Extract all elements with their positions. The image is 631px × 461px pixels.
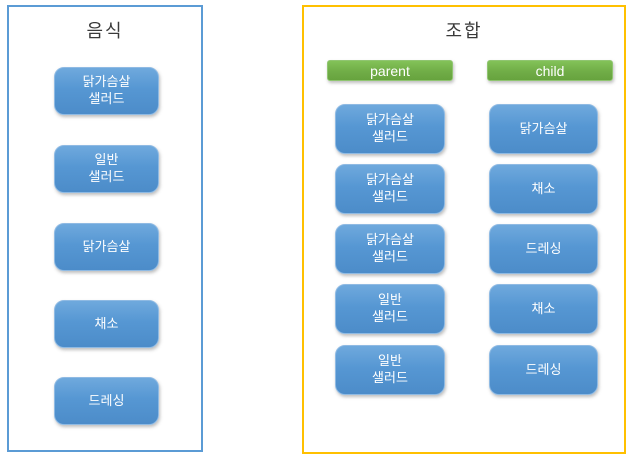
parent-item: 닭가슴살 샐러드: [335, 164, 445, 214]
child-item: 닭가슴살: [489, 104, 598, 154]
food-item: 닭가슴살: [54, 223, 159, 271]
parent-item: 일반 샐러드: [335, 345, 445, 395]
parent-item: 일반 샐러드: [335, 284, 445, 334]
child-item: 채소: [489, 164, 598, 214]
child-item: 드레싱: [489, 345, 598, 395]
child-item: 드레싱: [489, 224, 598, 274]
food-item: 닭가슴살 샐러드: [54, 67, 159, 115]
child-column-header: child: [487, 60, 613, 81]
parent-column-header: parent: [327, 60, 453, 81]
food-item: 일반 샐러드: [54, 145, 159, 193]
parent-item: 닭가슴살 샐러드: [335, 104, 445, 154]
parent-item: 닭가슴살 샐러드: [335, 224, 445, 274]
combination-panel: 조합 parent child 닭가슴살 샐러드 닭가슴살 샐러드 닭가슴살 샐…: [302, 5, 626, 454]
food-panel-title: 음식: [86, 21, 124, 41]
child-item: 채소: [489, 284, 598, 334]
food-panel: 음식 닭가슴살 샐러드 일반 샐러드 닭가슴살 채소 드레싱: [7, 5, 203, 452]
combination-panel-title: 조합: [445, 21, 483, 41]
food-item: 드레싱: [54, 377, 159, 425]
food-item: 채소: [54, 300, 159, 348]
